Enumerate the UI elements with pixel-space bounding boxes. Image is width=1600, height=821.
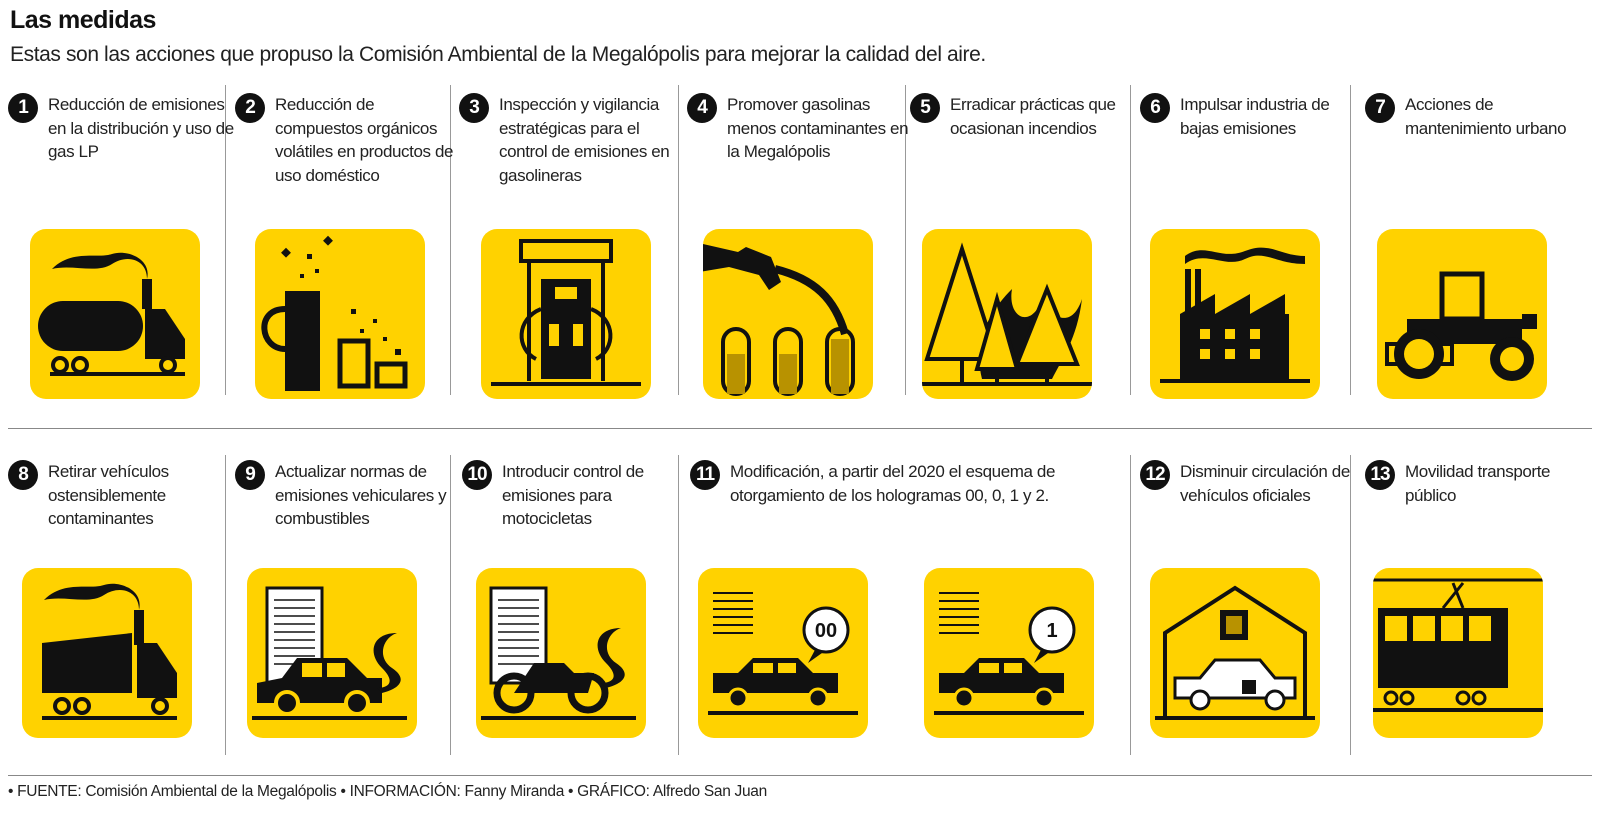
divider (1130, 85, 1131, 395)
page-title: Las medidas (10, 6, 156, 34)
number-badge: 4 (687, 93, 717, 123)
measure-text: Erradicar prácticas que ocasionan incend… (950, 95, 1116, 138)
divider (1350, 455, 1351, 755)
divider (450, 85, 451, 395)
divider (678, 85, 679, 395)
number-badge: 12 (1140, 460, 1170, 490)
measure-text: Reducción de emisiones en la distribució… (48, 95, 234, 161)
household-products-icon (255, 229, 425, 399)
measure-text: Retirar vehículos ostensiblemente contam… (48, 462, 169, 528)
gas-pump-icon (481, 229, 651, 399)
page-subtitle: Estas son las acciones que propuso la Co… (10, 43, 986, 66)
number-badge: 6 (1140, 93, 1170, 123)
polluting-truck-icon (22, 568, 192, 738)
tram-icon (1373, 568, 1543, 738)
number-badge: 2 (235, 93, 265, 123)
motorcycle-emissions-icon (476, 568, 646, 738)
number-badge: 1 (8, 93, 38, 123)
footer-credits: • FUENTE: Comisión Ambiental de la Megal… (8, 783, 767, 800)
divider (450, 455, 451, 755)
forest-fire-icon (922, 229, 1092, 399)
hologram-badge: 1 (1046, 620, 1057, 642)
measure-text: Impulsar industria de bajas emisiones (1180, 95, 1330, 138)
divider (1350, 85, 1351, 395)
number-badge: 3 (459, 93, 489, 123)
divider (678, 455, 679, 755)
gas-truck-icon (30, 229, 200, 399)
measure-text: Movilidad transporte público (1405, 462, 1551, 505)
factory-icon (1150, 229, 1320, 399)
number-badge: 10 (462, 460, 492, 490)
measure-text: Actualizar normas de emisiones vehicular… (275, 462, 447, 528)
measure-text: Modificación, a partir del 2020 el esque… (730, 462, 1056, 505)
hologram-car-icon: 00 (698, 568, 868, 738)
number-badge: 7 (1365, 93, 1395, 123)
measure-text: Introducir control de emisiones para mot… (502, 462, 644, 528)
hologram-badge: 00 (815, 620, 837, 642)
measure-text: Inspección y vigilancia estratégicas par… (499, 95, 670, 185)
divider (225, 455, 226, 755)
row-divider (8, 428, 1592, 429)
hologram-car-icon: 1 (924, 568, 1094, 738)
measure-text: Acciones de mantenimiento urbano (1405, 95, 1567, 138)
measure-text: Disminuir circulación de vehículos ofici… (1180, 462, 1350, 505)
footer-divider (8, 775, 1592, 776)
number-badge: 5 (910, 93, 940, 123)
number-badge: 8 (8, 460, 38, 490)
measure-text: Reducción de compuestos orgánicos voláti… (275, 95, 454, 185)
divider (225, 85, 226, 395)
divider (905, 85, 906, 395)
official-vehicle-icon (1150, 568, 1320, 738)
number-badge: 9 (235, 460, 265, 490)
road-roller-icon (1377, 229, 1547, 399)
divider (1130, 455, 1131, 755)
car-emissions-icon (247, 568, 417, 738)
number-badge: 13 (1365, 460, 1395, 490)
fuel-nozzle-icon (703, 229, 873, 399)
number-badge: 11 (690, 460, 720, 490)
measure-text: Promover gasolinas menos contaminantes e… (727, 95, 909, 161)
